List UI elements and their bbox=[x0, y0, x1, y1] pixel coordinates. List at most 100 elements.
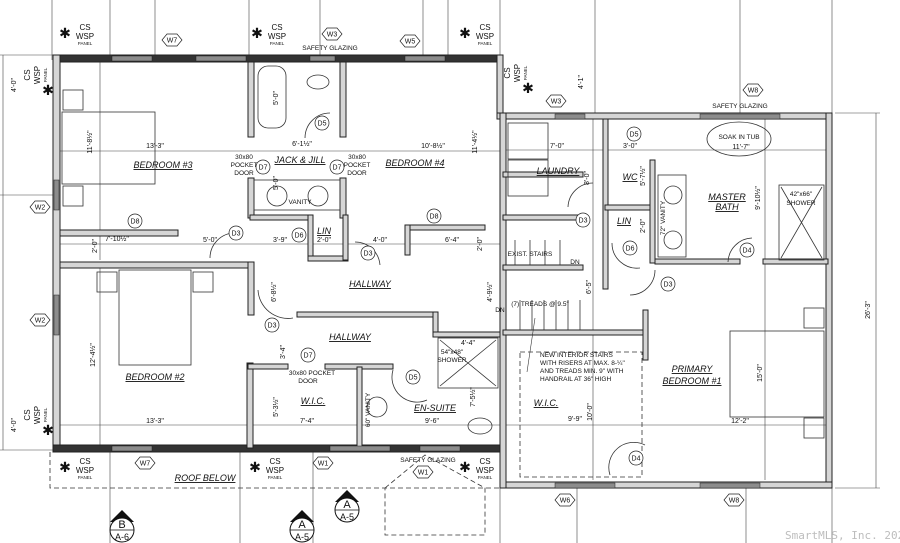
dimension-label: 4'-0" bbox=[11, 78, 18, 92]
asterisk-icon: ✱ bbox=[459, 25, 471, 41]
panel-label: PANEL bbox=[268, 475, 283, 480]
door-tag-circle bbox=[255, 159, 271, 175]
door-tag: D3 bbox=[232, 231, 241, 238]
pocket-door-label: POCKET bbox=[231, 162, 258, 169]
window-tag: W5 bbox=[405, 39, 416, 46]
stairs-treads-label: (7) TREADS @ 9.5" bbox=[511, 301, 569, 308]
door-tag: D3 bbox=[579, 218, 588, 225]
dimension-label: 2'-0" bbox=[640, 219, 647, 233]
panel-label: WSP bbox=[268, 32, 286, 41]
window-tag: W8 bbox=[748, 88, 759, 95]
window-tag: W7 bbox=[167, 38, 178, 45]
dimension-label: 6'-8½" bbox=[270, 282, 278, 302]
door-tag: D4 bbox=[743, 248, 752, 255]
roof-below-outline bbox=[49, 452, 500, 536]
panel-label: WSP bbox=[476, 32, 494, 41]
door-tag: D7 bbox=[304, 353, 313, 360]
pocket-door-label: 30x80 bbox=[235, 154, 253, 161]
window-tag: W1 bbox=[418, 470, 429, 477]
dimension-label: 5'-0" bbox=[273, 91, 280, 105]
dimension-label: 12'-2" bbox=[731, 418, 749, 425]
panel-label: WSP bbox=[76, 466, 94, 475]
panel-label: PANEL bbox=[78, 41, 93, 46]
stairs-direction-label: DN bbox=[495, 307, 505, 314]
walls bbox=[52, 54, 833, 489]
dimension-label: 2'-0" bbox=[477, 237, 484, 251]
room-label: EN-SUITE bbox=[414, 403, 457, 413]
panel-label: PANEL bbox=[78, 475, 93, 480]
dimension-label: 8'-0" bbox=[584, 171, 591, 185]
panel-label: PANEL bbox=[43, 407, 48, 422]
door-tag-circle bbox=[360, 245, 376, 261]
section-marker-arrow bbox=[290, 510, 314, 522]
panel-label: PANEL bbox=[523, 65, 528, 80]
door-tag: D3 bbox=[268, 323, 277, 330]
dimension-label: 9'-6" bbox=[425, 418, 439, 425]
window-tag: W2 bbox=[35, 318, 46, 325]
room-label: MASTER bbox=[708, 192, 746, 202]
window-tag: W2 bbox=[35, 205, 46, 212]
door-tag-circle bbox=[405, 369, 421, 385]
room-label: ROOF BELOW bbox=[175, 473, 237, 483]
fixture-label: 54"x48" bbox=[441, 349, 464, 356]
asterisk-icon: ✱ bbox=[59, 459, 71, 475]
window-tag-hexagon bbox=[399, 34, 421, 48]
door-tag: D7 bbox=[333, 165, 342, 172]
dimension-label: 3'-9" bbox=[273, 237, 287, 244]
window-tag: W3 bbox=[327, 32, 338, 39]
section-marker-arrow bbox=[110, 510, 134, 522]
window-tag: W8 bbox=[729, 498, 740, 505]
pocket-door-label: 30x80 bbox=[348, 154, 366, 161]
door-tag: D7 bbox=[259, 165, 268, 172]
panel-label: CS bbox=[269, 457, 280, 466]
safety-glazing-label: SAFETY GLAZING bbox=[400, 457, 456, 464]
asterisk-icon: ✱ bbox=[251, 25, 263, 41]
windows-glazing bbox=[53, 55, 781, 489]
door-tag-circle bbox=[127, 213, 143, 229]
fixture-label: VANITY bbox=[289, 199, 313, 206]
fixture-label: 60" VANITY bbox=[365, 392, 372, 427]
soak-in-tub bbox=[706, 121, 772, 157]
ensuite-sink bbox=[366, 396, 388, 418]
window-tag: W6 bbox=[560, 498, 571, 505]
panel-label: PANEL bbox=[270, 41, 285, 46]
window-tag-hexagon bbox=[554, 493, 576, 507]
bed-bedroom-3 bbox=[61, 111, 156, 185]
safety-glazing-label: SAFETY GLAZING bbox=[712, 103, 768, 110]
door-tag: D6 bbox=[626, 246, 635, 253]
section-sheet: A-6 bbox=[115, 532, 129, 542]
panel-label: PANEL bbox=[478, 41, 493, 46]
dimension-label: 5'-3½" bbox=[272, 397, 280, 417]
window-tag-hexagon bbox=[312, 456, 334, 470]
dimension-label: 4'-0" bbox=[373, 237, 387, 244]
section-letter: A bbox=[343, 499, 351, 511]
dimension-label: 5'-7½" bbox=[639, 166, 647, 186]
panel-label: WSP bbox=[266, 466, 284, 475]
room-label: BEDROOM #3 bbox=[133, 160, 192, 170]
fixture-label: SOAK IN TUB bbox=[718, 134, 759, 141]
window-tag-hexagon bbox=[29, 200, 51, 214]
room-label: PRIMARY bbox=[672, 364, 714, 374]
door-tag-circle bbox=[300, 347, 316, 363]
window-tag-hexagon bbox=[545, 94, 567, 108]
room-label: JACK & JILL bbox=[273, 155, 325, 165]
dimension-label: 5'-0" bbox=[203, 237, 217, 244]
section-letter: B bbox=[118, 519, 125, 531]
door-tag-circle bbox=[314, 115, 330, 131]
pocket-door-label: POCKET bbox=[344, 162, 371, 169]
dimension-label: 2'-0" bbox=[317, 237, 331, 244]
room-label: BATH bbox=[715, 202, 739, 212]
dimension-label: 4'-9½" bbox=[486, 282, 494, 302]
room-label: BEDROOM #1 bbox=[662, 376, 721, 386]
stairs bbox=[514, 240, 643, 478]
dimension-label: 9'-10½" bbox=[754, 186, 762, 210]
section-letter: A bbox=[298, 519, 306, 531]
door-tag: D5 bbox=[318, 121, 327, 128]
pocket-door-label: DOOR bbox=[234, 170, 254, 177]
leader-line bbox=[526, 317, 536, 373]
stair-note-line: NEW INTERIOR STAIRS bbox=[540, 352, 613, 359]
dimension-label: 11'-8½" bbox=[86, 130, 94, 154]
fixture-label: SHOWER bbox=[437, 357, 467, 364]
door-tag-circle bbox=[628, 450, 644, 466]
room-label: HALLWAY bbox=[349, 279, 392, 289]
